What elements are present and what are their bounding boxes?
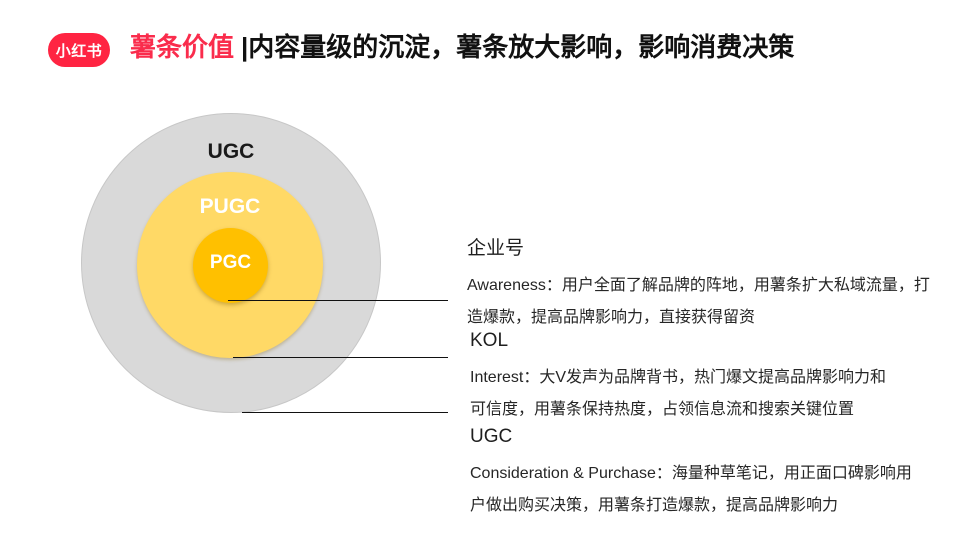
annotation-kol-heading: KOL: [470, 330, 509, 351]
annotation-enterprise-heading: 企业号: [467, 238, 525, 259]
annotation-ugc-line-2: 户做出购买决策，用薯条打造爆款，提高品牌影响力: [470, 497, 839, 514]
annotation-ugc-heading: UGC: [470, 426, 513, 447]
connector-line-ugc: [242, 412, 448, 413]
annotation-enterprise-line-2: 造爆款，提高品牌影响力，直接获得留资: [467, 309, 756, 326]
connector-line-pgc: [228, 300, 448, 301]
annotation-ugc-line-1: Consideration & Purchase：海量种草笔记，用正面口碑影响用: [470, 465, 912, 482]
annotation-enterprise-account: 企业号 Awareness：用户全面了解品牌的阵地，用薯条扩大私域流量，打 造爆…: [467, 236, 949, 334]
annotation-ugc: UGC Consideration & Purchase：海量种草笔记，用正面口…: [470, 424, 952, 522]
pgc-inner-circle: PGC: [193, 228, 268, 303]
annotation-kol: KOL Interest：大V发声为品牌背书，热门爆文提高品牌影响力和 可信度，…: [470, 328, 952, 426]
annotation-kol-line-2: 可信度，用薯条保持热度，占领信息流和搜索关键位置: [470, 401, 855, 418]
connector-line-pugc: [233, 357, 448, 358]
page-title: 薯条价值|内容量级的沉淀，薯条放大影响，影响消费决策: [130, 29, 794, 65]
annotation-kol-line-1: Interest：大V发声为品牌背书，热门爆文提高品牌影响力和: [470, 369, 887, 386]
xiaohongshu-logo: 小红书: [48, 33, 110, 67]
page-title-rest: |内容量级的沉淀，薯条放大影响，影响消费决策: [241, 32, 795, 62]
page-title-highlight: 薯条价值: [130, 32, 235, 62]
pgc-label: PGC: [209, 251, 252, 273]
pugc-label: PUGC: [199, 195, 261, 218]
annotation-enterprise-line-1: Awareness：用户全面了解品牌的阵地，用薯条扩大私域流量，打: [467, 277, 930, 294]
ugc-label: UGC: [207, 140, 255, 163]
